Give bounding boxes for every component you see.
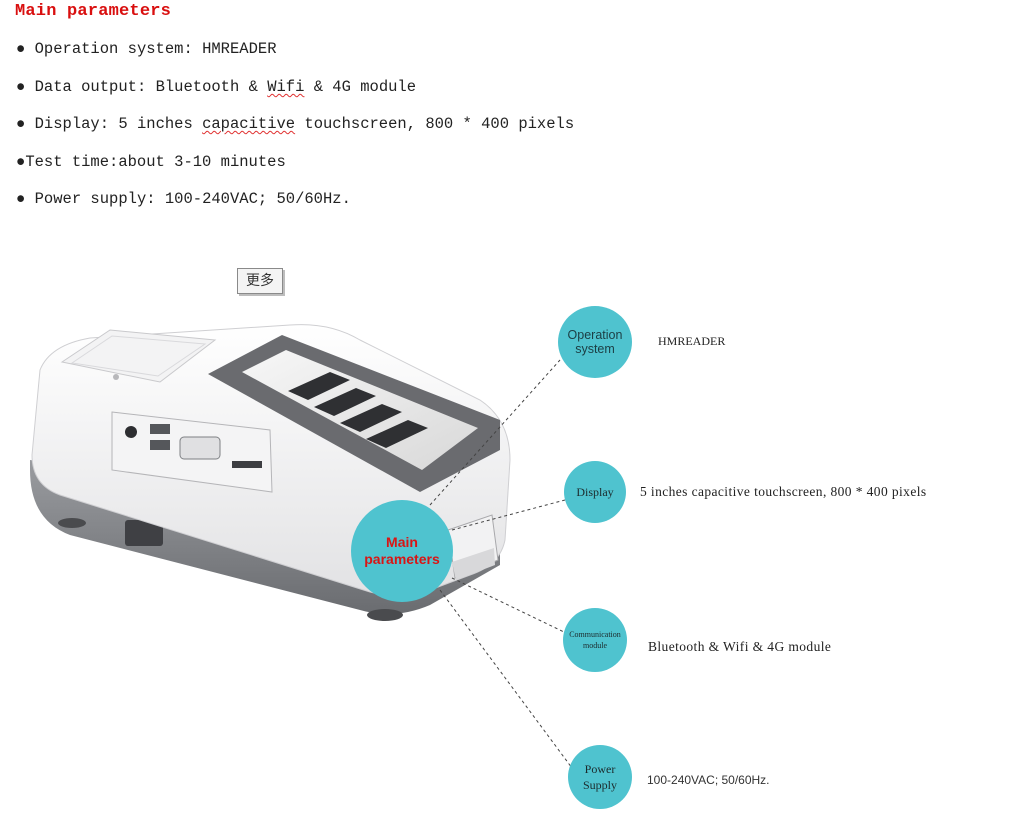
spellcheck-word: Wifi <box>267 78 305 96</box>
operation-system-value: HMREADER <box>658 334 726 348</box>
display-node: Display <box>564 461 626 523</box>
communication-module-node: Communication module <box>563 608 627 672</box>
connector-lines <box>429 359 573 769</box>
bullet-icon: ● <box>16 78 26 96</box>
parameter-value: 5 inches <box>118 115 203 133</box>
list-item: ● Operation system: HMREADER <box>16 40 277 58</box>
parameter-label: Data output: <box>34 78 147 96</box>
node-label: Communication <box>569 630 621 639</box>
bullet-icon: ● <box>16 153 26 171</box>
main-parameters-node: Main parameters <box>351 500 453 602</box>
node-label: Operation <box>567 328 623 342</box>
display-value: 5 inches capacitive touchscreen, 800 * 4… <box>640 484 927 499</box>
parameter-label: Display: <box>34 115 110 133</box>
communication-module-value: Bluetooth & Wifi & 4G module <box>648 639 832 654</box>
node-label: Supply <box>582 778 617 792</box>
parameter-value: & 4G module <box>304 78 417 96</box>
node-label: Main <box>386 534 418 550</box>
node-label: system <box>575 342 615 356</box>
node-label: Display <box>576 484 614 499</box>
parameter-value: HMREADER <box>202 40 277 58</box>
node-label: parameters <box>364 551 440 567</box>
parameter-value: 100-240VAC; 50/60Hz. <box>164 190 351 208</box>
parameter-value: touchscreen, 800 * 400 pixels <box>295 115 575 133</box>
bullet-icon: ● <box>16 40 26 58</box>
parameter-value: Bluetooth & <box>155 78 268 96</box>
spellcheck-word: capacitive <box>202 115 296 133</box>
parameter-label: Power supply: <box>34 190 156 208</box>
bullet-icon: ● <box>16 190 26 208</box>
parameter-label: Test time:about 3-10 minutes <box>25 153 286 171</box>
device-illustration <box>30 324 573 769</box>
power-supply-node: Power Supply <box>568 745 632 809</box>
more-button[interactable]: 更多 <box>237 268 283 294</box>
operation-system-node: Operation system <box>558 306 632 378</box>
node-label: module <box>583 641 607 650</box>
bullet-icon: ● <box>16 115 26 133</box>
list-item: ● Power supply: 100-240VAC; 50/60Hz. <box>16 190 351 208</box>
power-supply-value: 100-240VAC; 50/60Hz. <box>647 773 770 787</box>
node-label: Power <box>584 762 616 776</box>
list-item: ● Data output: Bluetooth & Wifi & 4G mod… <box>16 78 416 96</box>
page-title: Main parameters <box>15 2 172 21</box>
list-item: ● Display: 5 inches capacitive touchscre… <box>16 115 574 133</box>
list-item: ●Test time:about 3-10 minutes <box>16 153 286 171</box>
parameter-label: Operation system: <box>34 40 193 58</box>
